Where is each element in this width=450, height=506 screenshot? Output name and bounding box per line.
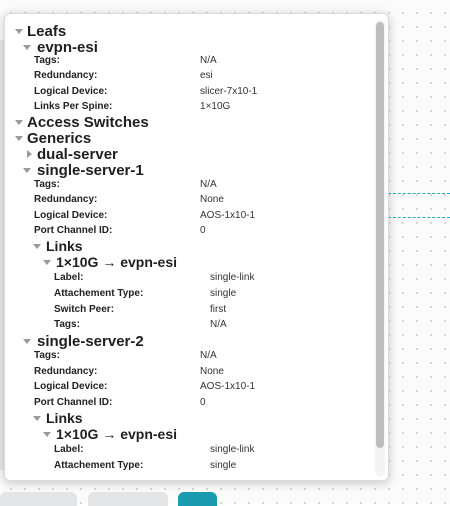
property-value: N/A [210,319,227,330]
property-key: Tags: [34,55,60,66]
chevron-down-icon[interactable] [23,45,31,50]
property-key: Label: [54,444,84,455]
chevron-down-icon[interactable] [23,339,31,344]
chevron-down-icon[interactable] [15,29,23,34]
tree-label: Access Switches [27,114,149,131]
chevron-right-icon[interactable] [27,150,32,158]
chevron-down-icon[interactable] [43,432,51,437]
tree-label: Links [46,410,83,426]
link-connector-line [388,217,450,218]
property-key: Port Channel ID: [34,397,113,408]
property-value: 0 [200,225,206,236]
property-key: Tags: [34,179,60,190]
property-value: first [210,304,227,315]
tree-label: dual-server [37,146,118,163]
canvas-left-edge [0,40,4,470]
property-value: single-link [210,272,255,283]
property-key: Tags: [54,319,80,330]
property-key: Port Channel ID: [34,225,113,236]
primary-button[interactable] [178,492,217,506]
scrollbar[interactable] [375,20,385,477]
property-value: N/A [200,179,217,190]
property-value: None [200,194,224,205]
property-key: Attachement Type: [54,288,144,299]
tree-label: single-server-2 [37,333,144,350]
property-key: Switch Peer: [54,304,115,315]
property-value: N/A [200,55,217,66]
property-key: Redundancy: [34,70,98,81]
property-value: None [200,366,224,377]
property-key: Tags: [34,350,60,361]
property-value: slicer-7x10-1 [200,86,258,97]
property-value: AOS-1x10-1 [200,381,256,392]
tree-label: single-server-1 [37,162,144,179]
tree-label: evpn-esi [37,39,98,56]
property-key: Links Per Spine: [34,101,113,112]
chevron-down-icon[interactable] [23,168,31,173]
tree-label: 1×10G → evpn-esi [56,426,178,442]
node-details-popover: Leafs evpn-esi Tags: N/A Redundancy: esi… [4,13,389,481]
property-value: 0 [200,397,206,408]
property-value: esi [200,70,213,81]
tree-label: Leafs [27,23,67,40]
property-value: 1×10G [200,101,231,112]
property-value: N/A [200,350,217,361]
secondary-button[interactable] [88,492,168,506]
chevron-down-icon[interactable] [33,416,41,421]
property-value: single [210,288,237,299]
scrollbar-thumb[interactable] [376,22,384,448]
property-value: single-link [210,444,255,455]
secondary-button[interactable] [0,492,77,506]
property-key: Logical Device: [34,210,108,221]
tree-label: 1×10G → evpn-esi [56,254,178,270]
property-key: Redundancy: [34,194,98,205]
property-key: Redundancy: [34,366,98,377]
property-key: Logical Device: [34,381,108,392]
tree-label: Links [46,238,83,254]
chevron-down-icon[interactable] [15,120,23,125]
link-connector-line [388,193,450,194]
property-key: Attachement Type: [54,460,144,471]
property-key: Logical Device: [34,86,108,97]
property-value: AOS-1x10-1 [200,210,256,221]
chevron-down-icon[interactable] [15,136,23,141]
property-value: single [210,460,237,471]
property-key: Label: [54,272,84,283]
chevron-down-icon[interactable] [43,260,51,265]
chevron-down-icon[interactable] [33,244,41,249]
tree-label: Generics [27,130,92,147]
